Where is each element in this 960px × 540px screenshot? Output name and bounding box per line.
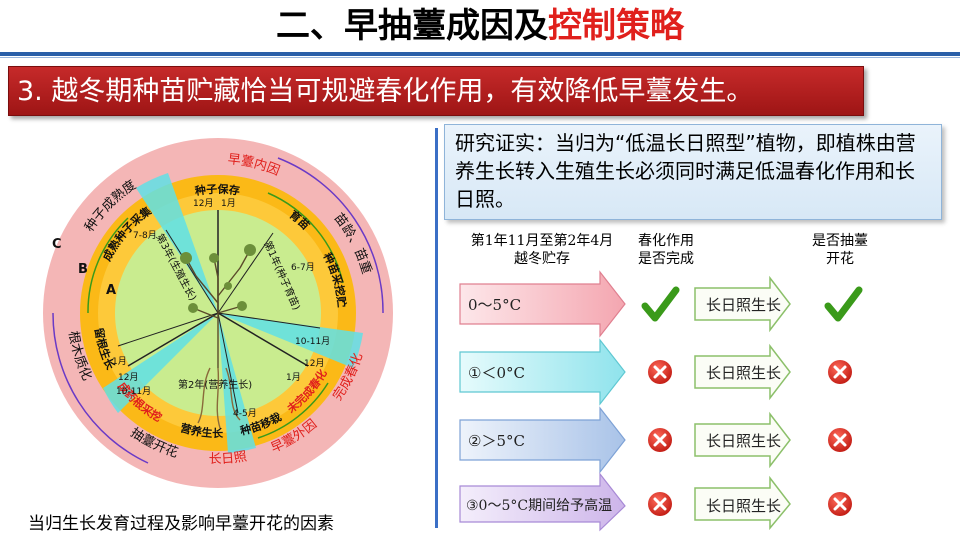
row-2-cross-vern (648, 360, 672, 384)
month-6-7: 6-7月 (291, 262, 315, 273)
row-1-photoperiod: 长日照生长 (706, 296, 782, 314)
row-1-photoperiod-arrow (694, 275, 791, 333)
header-storage-line1: 第1年11月至第2年4月 (470, 233, 614, 249)
ring-c-letter: C (52, 237, 62, 252)
month-4-5: 4-5月 (233, 408, 257, 419)
divider-spoke-3 (217, 312, 321, 329)
divider-spoke-5 (117, 312, 219, 347)
header-storage-line2: 越冬贮存 (514, 251, 570, 267)
header-vernalization: 春化作用 是否完成 (626, 232, 706, 268)
title-underline-thin (0, 57, 960, 58)
title-part1: 二、早抽薹成因及 (276, 6, 548, 46)
row-4-cross-bolt (828, 492, 852, 516)
row-1-condition-arrow (459, 270, 626, 338)
label-long-day: 长日照 (209, 449, 248, 467)
divider-spoke-1 (165, 229, 219, 314)
header-storage: 第1年11月至第2年4月 越冬贮存 (452, 232, 632, 268)
row-4 (459, 472, 852, 532)
divider-left (127, 312, 219, 367)
ring-a-letter: A (106, 283, 116, 298)
label-year2: 第2年(营养生长) (178, 378, 252, 391)
row-3-condition-arrow (459, 406, 626, 474)
row-1 (459, 270, 863, 338)
header-vern-line1: 春化作用 (638, 233, 694, 249)
header-bolting: 是否抽薹 开花 (800, 232, 880, 268)
row-4-cross-vern (648, 492, 672, 516)
month-10-11-left: 10-11月 (116, 386, 151, 397)
month-1-top: 1月 (221, 198, 236, 209)
divider-spoke-2 (217, 232, 274, 314)
ring-b-letter: B (78, 262, 88, 277)
vertical-divider (435, 128, 438, 528)
row-4-photoperiod: 长日照生长 (706, 497, 782, 515)
row-3-photoperiod-arrow (694, 411, 791, 469)
cyan-wedge-left (103, 313, 218, 413)
month-7-8: 7-8月 (133, 230, 157, 241)
angelica-plant-icon (185, 249, 251, 429)
month-10-11-right: 10-11月 (295, 336, 330, 347)
row-4-label: ③0～5°C期间给予高温 (466, 498, 613, 514)
title-underline (0, 52, 960, 56)
row-1-check-bolt (824, 286, 863, 322)
row-3-cross-vern (648, 428, 672, 452)
month-1-right: 1月 (286, 372, 301, 383)
label-seed-storage: 种子保存 (193, 182, 241, 198)
row-2-condition-arrow (459, 338, 626, 406)
divider-right (217, 312, 309, 367)
row-4-condition-arrow (459, 472, 626, 532)
plant-foliage (180, 244, 256, 313)
row-3 (459, 406, 852, 474)
page-title: 二、早抽薹成因及控制策略 (0, 4, 960, 48)
cycle-arrows (52, 157, 384, 464)
header-bolt-line1: 是否抽薹 (812, 233, 868, 249)
divider-spoke-4 (217, 312, 239, 414)
header-vern-line2: 是否完成 (638, 251, 694, 267)
cyan-wedge-right (218, 313, 363, 368)
section-banner: 3. 越冬期种苗贮藏恰当可规避春化作用，有效降低早薹发生。 (8, 66, 864, 116)
research-info-box: 研究证实：当归为“低温长日照型”植物，即植株由营养生长转入生殖生长必须同时满足低… (444, 124, 942, 220)
row-2-cross-bolt (828, 360, 852, 384)
month-1-left: 1月 (112, 356, 127, 367)
row-3-label: ②＞5°C (468, 432, 525, 450)
diagram-caption: 当归生长发育过程及影响早薹开花的因素 (28, 514, 334, 534)
row-2-photoperiod: 长日照生长 (706, 364, 782, 382)
growth-cycle-diagram: C B A 种子成熟度 早薹内因 苗龄、苗重 根木质化 抽薹开花 长日照 早薹外… (28, 118, 393, 488)
row-2-label: ①＜0°C (468, 364, 525, 382)
month-12-top: 12月 (193, 198, 213, 209)
row-1-label: 0～5°C (468, 296, 522, 314)
row-3-cross-bolt (828, 428, 852, 452)
row-2-photoperiod-arrow (694, 343, 791, 401)
storage-conditions-table (459, 270, 863, 532)
row-3-photoperiod: 长日照生长 (706, 432, 782, 450)
header-bolt-line2: 开花 (826, 251, 854, 267)
row-4-photoperiod-arrow (694, 475, 791, 531)
month-12-left: 12月 (118, 372, 138, 383)
cyan-wedge-bottom (218, 313, 256, 453)
month-12-right: 12月 (304, 358, 324, 369)
title-part2: 控制策略 (548, 6, 684, 46)
row-2 (459, 338, 852, 406)
row-1-check-vern (641, 286, 680, 322)
